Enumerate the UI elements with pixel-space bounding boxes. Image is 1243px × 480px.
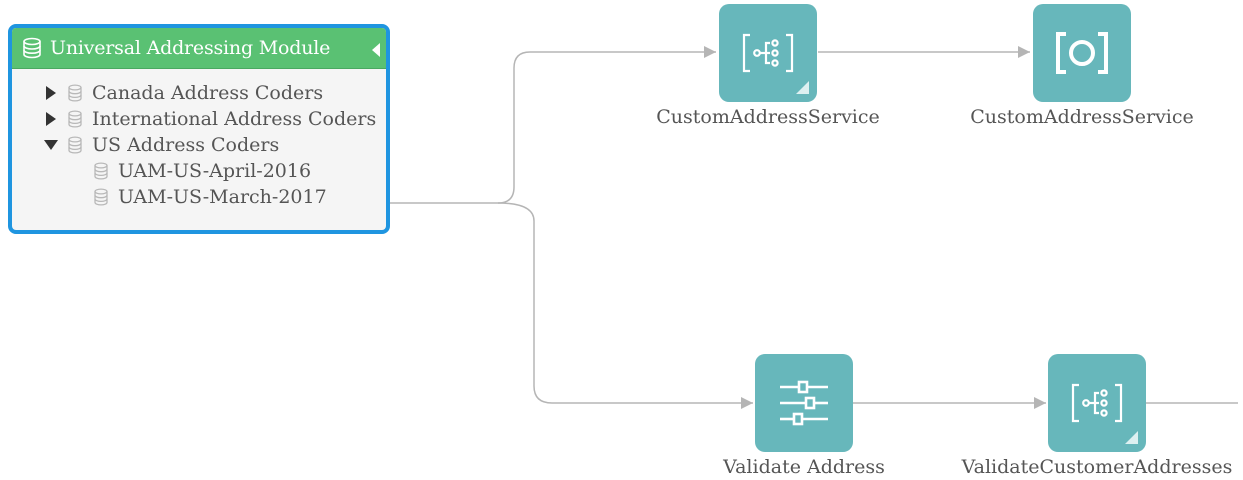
expand-caret-icon[interactable] — [44, 112, 58, 126]
database-icon — [68, 110, 82, 128]
tree-item-label: US Address Coders — [92, 134, 280, 156]
module-header[interactable]: Universal Addressing Module — [12, 28, 386, 69]
universal-addressing-module-panel[interactable]: Universal Addressing Module Canada Addre… — [8, 24, 390, 234]
expand-corner-icon — [1125, 431, 1138, 444]
connector-march2017-to-validate-address[interactable] — [497, 202, 753, 409]
collapse-caret-icon[interactable] — [44, 140, 58, 150]
validate-customer-addresses-node[interactable] — [1048, 354, 1146, 452]
database-icon — [22, 37, 42, 59]
tree-item-us-address-coders[interactable]: US Address Coders — [12, 132, 386, 158]
database-icon — [68, 84, 82, 102]
node-label: ValidateCustomerAddresses — [961, 456, 1233, 478]
expand-corner-icon — [796, 81, 809, 94]
expand-caret-icon[interactable] — [44, 86, 58, 100]
tree-item-label: UAM-US-April-2016 — [118, 160, 312, 182]
module-title: Universal Addressing Module — [50, 37, 331, 59]
subflow-icon — [738, 23, 798, 83]
coder-tree: Canada Address Coders International Addr… — [12, 80, 386, 210]
node-label: Validate Address — [723, 456, 885, 478]
output-icon — [1052, 23, 1112, 83]
connector-march2017-to-custom-address-service[interactable] — [346, 46, 716, 204]
tree-item-uam-us-april-2016[interactable]: UAM-US-April-2016 — [12, 158, 386, 184]
tree-item-label: UAM-US-March-2017 — [118, 186, 327, 208]
subflow-icon — [1067, 373, 1127, 433]
collapse-arrow-icon[interactable] — [372, 42, 380, 61]
custom-address-service-output-node[interactable] — [1033, 4, 1131, 102]
tree-item-canada-address-coders[interactable]: Canada Address Coders — [12, 80, 386, 106]
node-label: CustomAddressService — [970, 106, 1194, 128]
validate-address-node[interactable] — [755, 354, 853, 452]
database-icon — [68, 136, 82, 154]
database-icon — [94, 162, 108, 180]
custom-address-service-flow-node[interactable] — [719, 4, 817, 102]
node-label: CustomAddressService — [656, 106, 880, 128]
filter-sliders-icon — [774, 373, 834, 433]
tree-item-international-address-coders[interactable]: International Address Coders — [12, 106, 386, 132]
tree-item-label: International Address Coders — [92, 108, 377, 130]
tree-item-uam-us-march-2017[interactable]: UAM-US-March-2017 — [12, 184, 386, 210]
database-icon — [94, 188, 108, 206]
tree-item-label: Canada Address Coders — [92, 82, 324, 104]
